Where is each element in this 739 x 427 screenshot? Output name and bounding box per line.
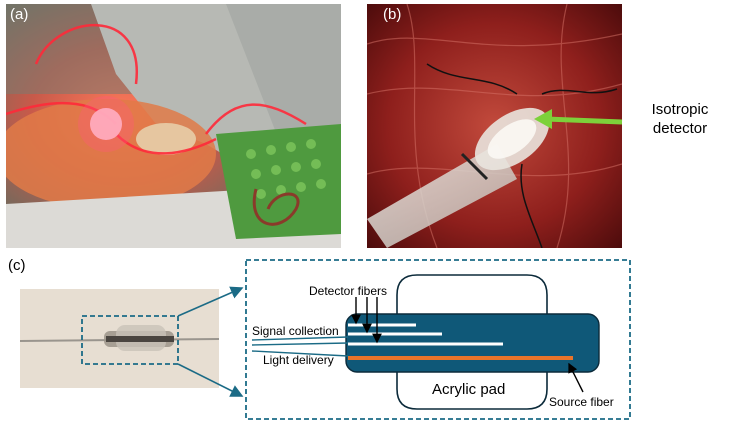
zoom-source-box <box>81 315 179 365</box>
panel-b-photo: (b) <box>367 4 622 248</box>
panel-c-label: (c) <box>8 257 26 274</box>
panel-c-photo <box>20 289 219 388</box>
acrylic-pad-label: Acrylic pad <box>432 381 505 398</box>
light-lead <box>251 350 349 357</box>
zoom-arrow-top <box>177 286 244 317</box>
panel-b-label: (b) <box>383 6 402 23</box>
zoom-detail-box <box>245 259 631 420</box>
signal-collection-label: Signal collection <box>252 324 339 338</box>
isotropic-detector-callout: Isotropic detector <box>630 100 730 138</box>
panel-a-label: (a) <box>10 6 29 23</box>
light-delivery-label: Light delivery <box>263 353 334 367</box>
signal-lead-1 <box>251 336 349 341</box>
source-fiber-label: Source fiber <box>549 395 614 409</box>
signal-lead-2 <box>251 342 349 346</box>
callout-arrow <box>545 116 623 125</box>
source-fiber-arrow <box>568 362 584 393</box>
detector-fibers-label: Detector fibers <box>309 284 387 298</box>
panel-a-photo: (a) <box>6 4 341 248</box>
acrylic-pad <box>396 274 548 410</box>
callout-line-1: Isotropic <box>651 101 709 118</box>
callout-line-2: detector <box>652 120 708 137</box>
zoom-arrow-bottom <box>177 363 244 397</box>
callout-arrowhead <box>534 109 552 129</box>
